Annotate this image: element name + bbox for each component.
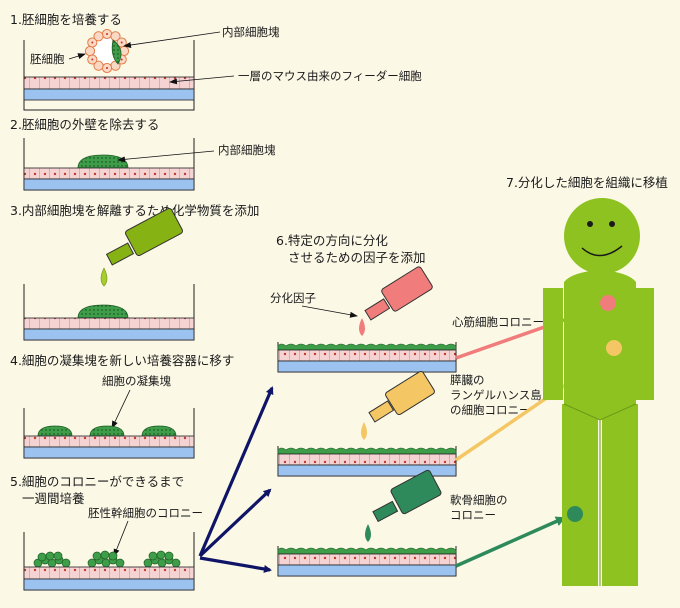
pointer-es-colony: [113, 520, 129, 557]
label-feeder: 一層のマウス由来のフィーダー細胞: [238, 69, 422, 83]
label-inner-mass-1: 内部細胞塊: [222, 25, 280, 39]
figure-left-leg: [562, 404, 598, 586]
bottle-pink: [359, 266, 433, 336]
label-heart-colony: 心筋細胞コロニー: [452, 315, 544, 329]
label-cartilage-line2: コロニー: [450, 508, 496, 522]
arrow-to-heart-dish: [198, 386, 274, 557]
chem-bottle-green: [100, 207, 183, 287]
step-5-title-line2: 一週間培養: [22, 491, 85, 506]
step-5-title-line1: 5.細胞のコロニーができるまで: [10, 474, 184, 489]
cartilage-site: [567, 506, 583, 522]
dish-1: [23, 40, 195, 111]
bottle-green: [365, 469, 442, 542]
heart-site: [600, 295, 616, 311]
label-pancreas-line1: 膵臓の: [450, 373, 485, 387]
figure-right-leg: [602, 404, 638, 586]
pointer-diff-factor: [301, 305, 358, 318]
distribution-arrows: [198, 386, 274, 573]
label-diff-factor: 分化因子: [270, 291, 316, 305]
bottle-yellow: [361, 370, 435, 440]
label-aggregate: 細胞の凝集塊: [102, 374, 171, 388]
drop-yellow: [361, 422, 367, 440]
step-6-title-line1: 6.特定の方向に分化: [276, 233, 388, 248]
label-pancreas-line2: ランゲルハンス島: [450, 388, 542, 402]
label-embryo-cell: 胚細胞: [30, 52, 65, 66]
plate-base: [23, 88, 195, 101]
dish-6a: [277, 342, 457, 373]
figure-torso: [564, 270, 636, 420]
inner-cell-mass-2: [77, 154, 129, 169]
label-pancreas-line3: の細胞コロニー: [450, 403, 531, 417]
figure-left-eye: [587, 221, 593, 227]
drop-teal: [365, 524, 371, 542]
step-6-title-line2: させるための因子を添加: [288, 250, 426, 265]
step-3-title: 3.内部細胞塊を解離するため化学物質を添加: [10, 203, 259, 218]
pancreas-site: [606, 340, 622, 356]
feeder-layer: [23, 76, 195, 90]
step-2-title: 2.胚細胞の外壁を除去する: [10, 117, 159, 132]
figure-smile: [581, 245, 623, 257]
dish-6c: [277, 546, 457, 577]
pointer-inner-mass-1: [123, 31, 221, 48]
figure-head: [564, 198, 640, 274]
figure-right-eye: [609, 221, 615, 227]
pointer-aggregate: [111, 389, 131, 429]
step-1-title: 1.胚細胞を培養する: [10, 12, 122, 27]
inner-cell-mass: [111, 39, 122, 65]
arrow-to-pancreas-dish: [198, 488, 272, 558]
embryo-cell: [84, 28, 130, 74]
figure-left-arm: [543, 288, 563, 400]
dish-4: [23, 408, 195, 459]
arrow-to-cartilage-dish: [199, 556, 272, 573]
label-cartilage-line1: 軟骨細胞の: [450, 493, 508, 507]
label-es-colony: 胚性幹細胞のコロニー: [88, 506, 203, 520]
dish-5: [23, 532, 195, 591]
pointer-inner-mass-2: [117, 150, 215, 163]
drop-pink: [359, 318, 365, 336]
pointer-feeder: [169, 75, 235, 85]
pointer-embryo: [68, 53, 86, 60]
figure-right-arm: [634, 288, 654, 400]
drop-green: [100, 267, 108, 287]
arrow-cartilage: [455, 516, 566, 568]
dish-3: [23, 284, 195, 341]
step-4-title: 4.細胞の凝集塊を新しい培養容器に移す: [10, 353, 234, 368]
human-figure: [543, 198, 654, 586]
step-7-title: 7.分化した細胞を組織に移植: [506, 175, 668, 190]
label-inner-mass-2: 内部細胞塊: [218, 143, 276, 157]
dish-2: [23, 138, 195, 191]
